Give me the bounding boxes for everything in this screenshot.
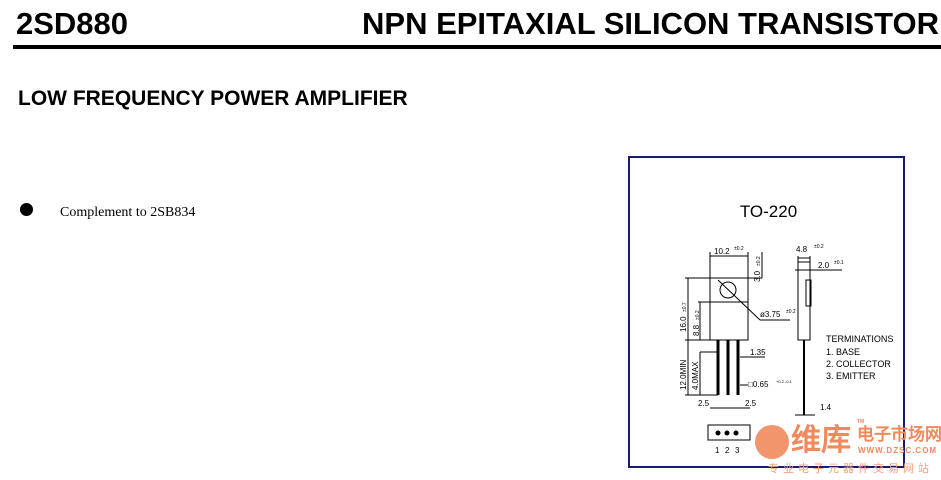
package-name: TO-220 <box>739 202 798 221</box>
dim-pitch-lead: 1.35 <box>750 348 766 357</box>
dim-body-tol: ±0.2 <box>695 310 701 320</box>
dim-hole: ø3.75 <box>760 310 781 319</box>
dim-lead-sq-tol: +0.2 -0.1 <box>776 379 793 384</box>
dim-lead-thk: 1.4 <box>820 403 832 412</box>
bullet-icon <box>20 203 33 216</box>
dim-tab-tol: ±0.2 <box>756 256 762 266</box>
document-title: NPN EPITAXIAL SILICON TRANSISTOR <box>362 6 939 41</box>
dim-flange: 2.0 <box>818 261 830 270</box>
dim-thickness: 4.8 <box>796 245 808 254</box>
watermark-logo-icon <box>755 425 789 459</box>
package-drawing: 10.2 ±0.2 3.0 ±0.2 16.0 ±0.7 8.8 ±0.2 ø3… <box>679 244 893 455</box>
watermark-site-name: 电子市场网 <box>857 425 941 444</box>
watermark-brand: 维库 <box>791 424 851 457</box>
pin-layout <box>707 424 751 441</box>
dim-pitch-right: 2.5 <box>745 399 757 408</box>
dim-lead-min: 12.0MIN <box>679 360 688 390</box>
dim-lead-sq: □0.65 <box>748 380 769 389</box>
dim-width-tol: ±0.2 <box>734 246 744 252</box>
dim-width: 10.2 <box>714 247 730 256</box>
body-outline <box>709 301 749 341</box>
termination-base: 1. BASE <box>826 347 860 357</box>
watermark-tm: TM <box>857 419 865 425</box>
termination-emitter: 3. EMITTER <box>826 371 876 381</box>
feature-item: Complement to 2SB834 <box>60 205 196 220</box>
dim-tab: 3.0 <box>753 270 762 282</box>
pin-number: 1 <box>715 446 720 455</box>
part-number: 2SD880 <box>16 6 129 41</box>
terminations-title: TERMINATIONS <box>826 334 893 344</box>
dim-hole-tol: ±0.2 <box>786 309 796 315</box>
dim-lead-max: 4.0MAX <box>691 361 700 390</box>
pin-number: 3 <box>735 446 740 455</box>
dim-flange-tol: ±0.1 <box>834 260 844 266</box>
package-box <box>628 156 905 468</box>
dim-height: 16.0 <box>679 316 688 332</box>
dim-thickness-tol: ±0.2 <box>814 244 824 250</box>
pin-number: 2 <box>725 446 730 455</box>
side-outline <box>797 261 811 341</box>
dim-body: 8.8 <box>692 324 701 336</box>
termination-collector: 2. COLLECTOR <box>826 359 891 369</box>
mounting-hole <box>719 281 737 299</box>
header-rule <box>13 45 941 49</box>
watermark-url: WWW.DZSC.COM <box>858 446 938 455</box>
watermark-slogan: 专业电子元器件交易网站 <box>768 463 933 475</box>
dim-height-tol: ±0.7 <box>682 302 688 312</box>
dim-pitch-left: 2.5 <box>698 399 710 408</box>
subtitle: LOW FREQUENCY POWER AMPLIFIER <box>18 87 408 110</box>
